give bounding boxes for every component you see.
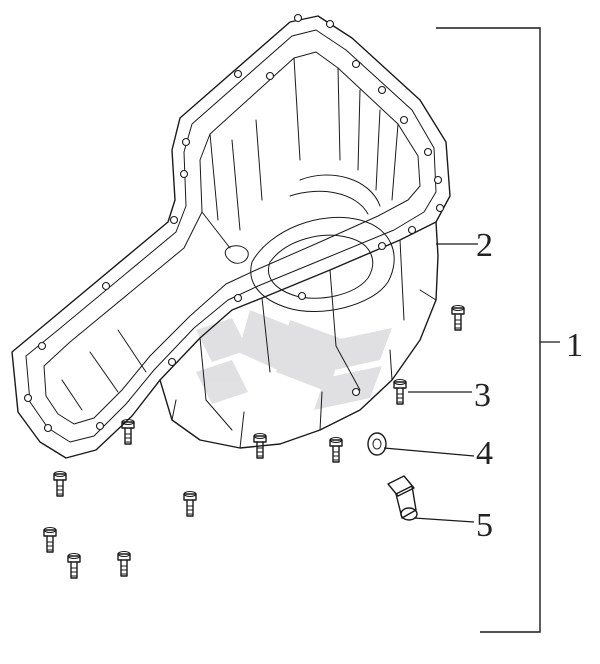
bolt [329, 437, 343, 463]
callout-2: 2 [476, 227, 493, 264]
oil-pan [11, 13, 451, 459]
bolt [117, 551, 131, 577]
bolts [43, 305, 465, 579]
callout-5: 5 [476, 507, 493, 544]
bolt [253, 433, 267, 459]
bolt [121, 419, 135, 445]
flange-bolt-holes [23, 13, 445, 433]
bolt [67, 553, 81, 579]
callout-1: 1 [566, 327, 583, 364]
leader-lines [383, 243, 560, 523]
drain-washer [367, 432, 387, 456]
drain-plug [387, 475, 418, 521]
bolt [451, 305, 465, 331]
brand-logo-watermark [196, 310, 392, 410]
bolt [53, 471, 67, 497]
assembly-bracket [436, 27, 541, 633]
callout-4: 4 [476, 435, 493, 472]
bolt [393, 379, 407, 405]
bolt [43, 527, 57, 553]
callout-3: 3 [474, 377, 491, 414]
bolt [183, 491, 197, 517]
